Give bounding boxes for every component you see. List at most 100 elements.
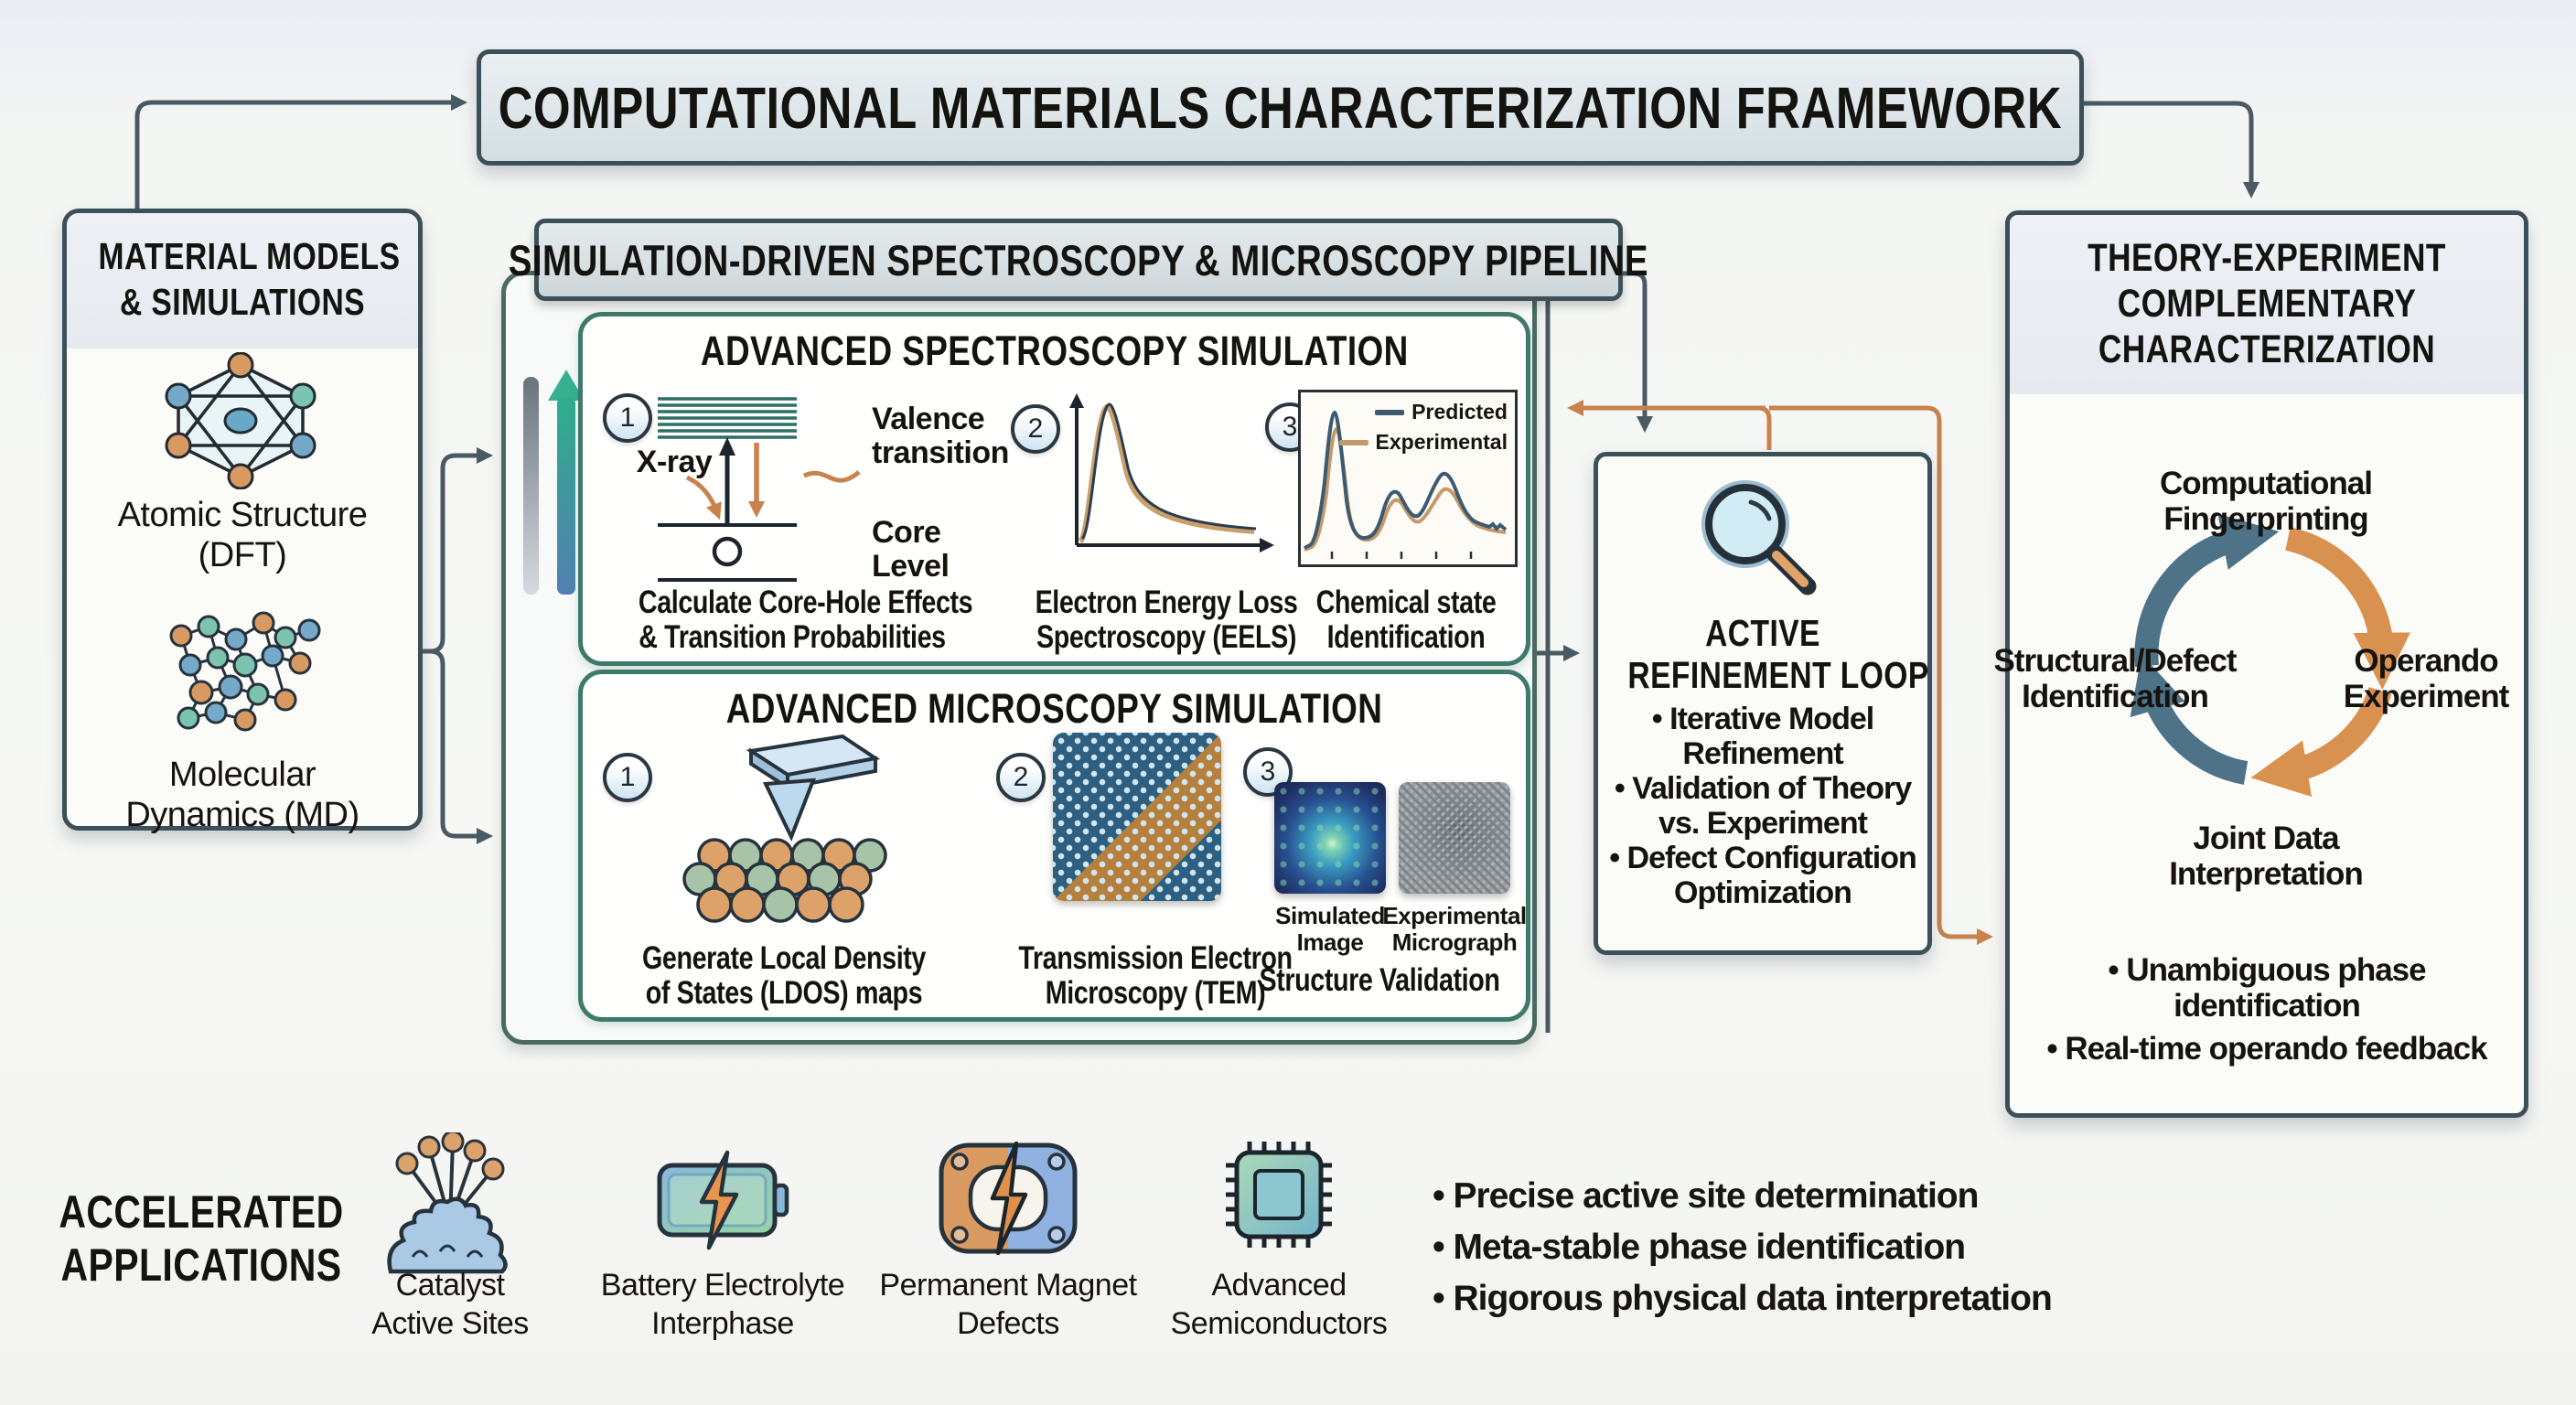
- simulated-image-label-line2: Image: [1296, 928, 1364, 956]
- cycle-top-label-line1: Computational: [2160, 466, 2373, 501]
- core-label-line1: Core: [872, 515, 941, 550]
- spectroscopy-title: ADVANCED SPECTROSCOPY SIMULATION: [700, 327, 1409, 374]
- connector-material-to-title: [134, 94, 468, 209]
- applications-bullet-1: • Precise active site determination: [1433, 1176, 1979, 1216]
- refinement-bullet-1-line1: • Iterative Model: [1651, 702, 1874, 736]
- energy-level-diagram: [658, 397, 861, 582]
- material-header-band: [67, 213, 418, 349]
- catalyst-label-line1: Catalyst: [395, 1268, 505, 1303]
- microscopy-box: ADVANCED MICROSCOPY SIMULATION 1 Generat…: [578, 670, 1530, 1022]
- predicted-legend-swatch: [1375, 409, 1405, 415]
- refinement-bullet-2-line2: vs. Experiment: [1658, 806, 1868, 841]
- theory-experiment-box: THEORY-EXPERIMENT COMPLEMENTARY CHARACTE…: [1993, 210, 2528, 1118]
- microscopy-step1-caption-line2: of States (LDOS) maps: [645, 975, 923, 1011]
- simulated-image: [1274, 782, 1386, 894]
- refinement-bullet-3-line1: • Defect Configuration: [1609, 841, 1917, 875]
- experimental-micrograph: [1399, 782, 1510, 894]
- material-title-line2: & SIMULATIONS: [119, 281, 366, 323]
- microscopy-step2-number: 2: [996, 753, 1046, 802]
- pipeline-title: SIMULATION-DRIVEN SPECTROSCOPY & MICROSC…: [508, 235, 1649, 284]
- cycle-right-label-line2: Experiment: [2343, 679, 2510, 714]
- md-label-line1: Molecular: [168, 756, 317, 794]
- cycle-arc-up-left: [2134, 513, 2280, 668]
- theory-title-line2: COMPLEMENTARY: [2117, 282, 2417, 326]
- xray-label: X-ray: [636, 445, 713, 479]
- connector-chip-to-refinement: [1614, 271, 1653, 434]
- applications-title-line1: ACCELERATED: [59, 1186, 344, 1238]
- tem-image: [1053, 733, 1221, 901]
- valence-label-line2: transition: [872, 435, 1009, 470]
- spectroscopy-step2-caption-line1: Electron Energy Loss: [1035, 585, 1298, 620]
- refinement-title-line1: ACTIVE: [1705, 612, 1820, 654]
- theory-cycle-arrows: [2130, 513, 2410, 798]
- microscopy-title: ADVANCED MICROSCOPY SIMULATION: [725, 685, 1383, 732]
- chip-icon: [1226, 1142, 1332, 1248]
- predicted-legend-label: Predicted: [1411, 400, 1508, 424]
- experimental-legend-label: Experimental: [1375, 430, 1508, 454]
- cycle-arc-to-left: [2130, 654, 2249, 785]
- atomic-structure-icon: [165, 352, 317, 489]
- battery-icon: [657, 1150, 789, 1250]
- microscopy-step2-caption-line1: Transmission Electron: [1018, 940, 1293, 976]
- cycle-arc-down-right: [2285, 527, 2410, 690]
- refinement-bullet-2-line1: • Validation of Theory: [1614, 771, 1912, 806]
- simulated-image-label-line1: Simulated: [1275, 902, 1385, 929]
- theory-header-band: [2010, 215, 2524, 394]
- spectroscopy-step3-caption-line2: Identification: [1326, 619, 1486, 655]
- applications-bullet-3: • Rigorous physical data interpretation: [1433, 1279, 2053, 1318]
- refinement-bullet-1-line2: Refinement: [1682, 736, 1843, 771]
- valence-label-line1: Valence: [872, 402, 985, 436]
- catalyst-label-line2: Active Sites: [371, 1306, 529, 1341]
- microscopy-step1-number: 1: [603, 753, 652, 802]
- cycle-left-label-line2: Identification: [2022, 679, 2209, 714]
- cycle-arc-to-bottom: [2250, 686, 2392, 798]
- material-title-line1: MATERIAL MODELS: [98, 235, 401, 277]
- experimental-legend-swatch: [1338, 439, 1368, 445]
- magnet-label-line1: Permanent Magnet: [879, 1268, 1137, 1303]
- pipeline-title-chip: SIMULATION-DRIVEN SPECTROSCOPY & MICROSC…: [509, 219, 1648, 301]
- refinement-title-line2: REFINEMENT LOOP: [1627, 654, 1929, 696]
- spectroscopy-box: ADVANCED SPECTROSCOPY SIMULATION 1 X-ray…: [578, 312, 1530, 666]
- experimental-micrograph-label-line2: Micrograph: [1391, 928, 1518, 956]
- spectroscopy-step1-number: 1: [603, 393, 652, 443]
- molecular-dynamics-icon: [169, 611, 321, 732]
- microscopy-step1-caption-line1: Generate Local Density: [641, 940, 926, 976]
- dft-label-line2: (DFT): [198, 536, 287, 574]
- connector-fork-up: [429, 447, 494, 654]
- cycle-right-label-line1: Operando: [2354, 643, 2498, 679]
- material-models-box: MATERIAL MODELS & SIMULATIONS Atomic Str…: [62, 209, 423, 834]
- connector-feedback-to-theory: [1769, 405, 1994, 946]
- magnet-label-line2: Defects: [957, 1306, 1059, 1341]
- battery-label-line2: Interphase: [651, 1306, 794, 1341]
- experimental-micrograph-label-line1: Experimental: [1382, 902, 1527, 929]
- framework-title: COMPUTATIONAL MATERIALS CHARACTERIZATION…: [498, 74, 2063, 141]
- cycle-bottom-label-line2: Interpretation: [2169, 856, 2364, 892]
- dft-label-line1: Atomic Structure: [117, 496, 368, 534]
- magnifier-icon: [1701, 480, 1817, 595]
- core-label-line2: Level: [872, 549, 950, 584]
- battery-label-line1: Battery Electrolyte: [600, 1268, 845, 1303]
- applications-bullet-2: • Meta-stable phase identification: [1433, 1228, 1966, 1267]
- chip-label-line2: Semiconductors: [1170, 1306, 1388, 1341]
- theory-title-line3: CHARACTERIZATION: [2098, 327, 2436, 371]
- spectroscopy-step2-caption-line2: Spectroscopy (EELS): [1036, 619, 1297, 655]
- chemical-state-plot: Predicted Experimental: [1298, 390, 1518, 567]
- chip-label-line1: Advanced: [1211, 1268, 1347, 1303]
- theory-title-line1: THEORY-EXPERIMENT: [2088, 236, 2446, 280]
- spectroscopy-step3-caption-line1: Chemical state: [1315, 585, 1497, 620]
- catalyst-icon: [387, 1132, 508, 1274]
- framework-title-box: COMPUTATIONAL MATERIALS CHARACTERIZATION…: [477, 49, 2084, 166]
- magnet-icon: [939, 1142, 1078, 1255]
- connector-fork-down: [429, 649, 494, 845]
- eels-plot: [1069, 393, 1274, 552]
- cycle-top-label-line2: Fingerprinting: [2163, 501, 2368, 537]
- theory-bullet-2: • Real-time operando feedback: [2046, 1031, 2487, 1067]
- refinement-bullet-3-line2: Optimization: [1674, 875, 1852, 910]
- microscopy-step3-caption: Structure Validation: [1259, 962, 1500, 998]
- microscopy-step2-caption-line2: Microscopy (TEM): [1045, 975, 1266, 1011]
- connector-feedback-riser: [1757, 405, 1772, 450]
- spectroscopy-step1-caption-line2: & Transition Probabilities: [639, 619, 946, 655]
- applications-title-line2: APPLICATIONS: [60, 1239, 342, 1291]
- pipeline-flow-arrows: [523, 370, 585, 595]
